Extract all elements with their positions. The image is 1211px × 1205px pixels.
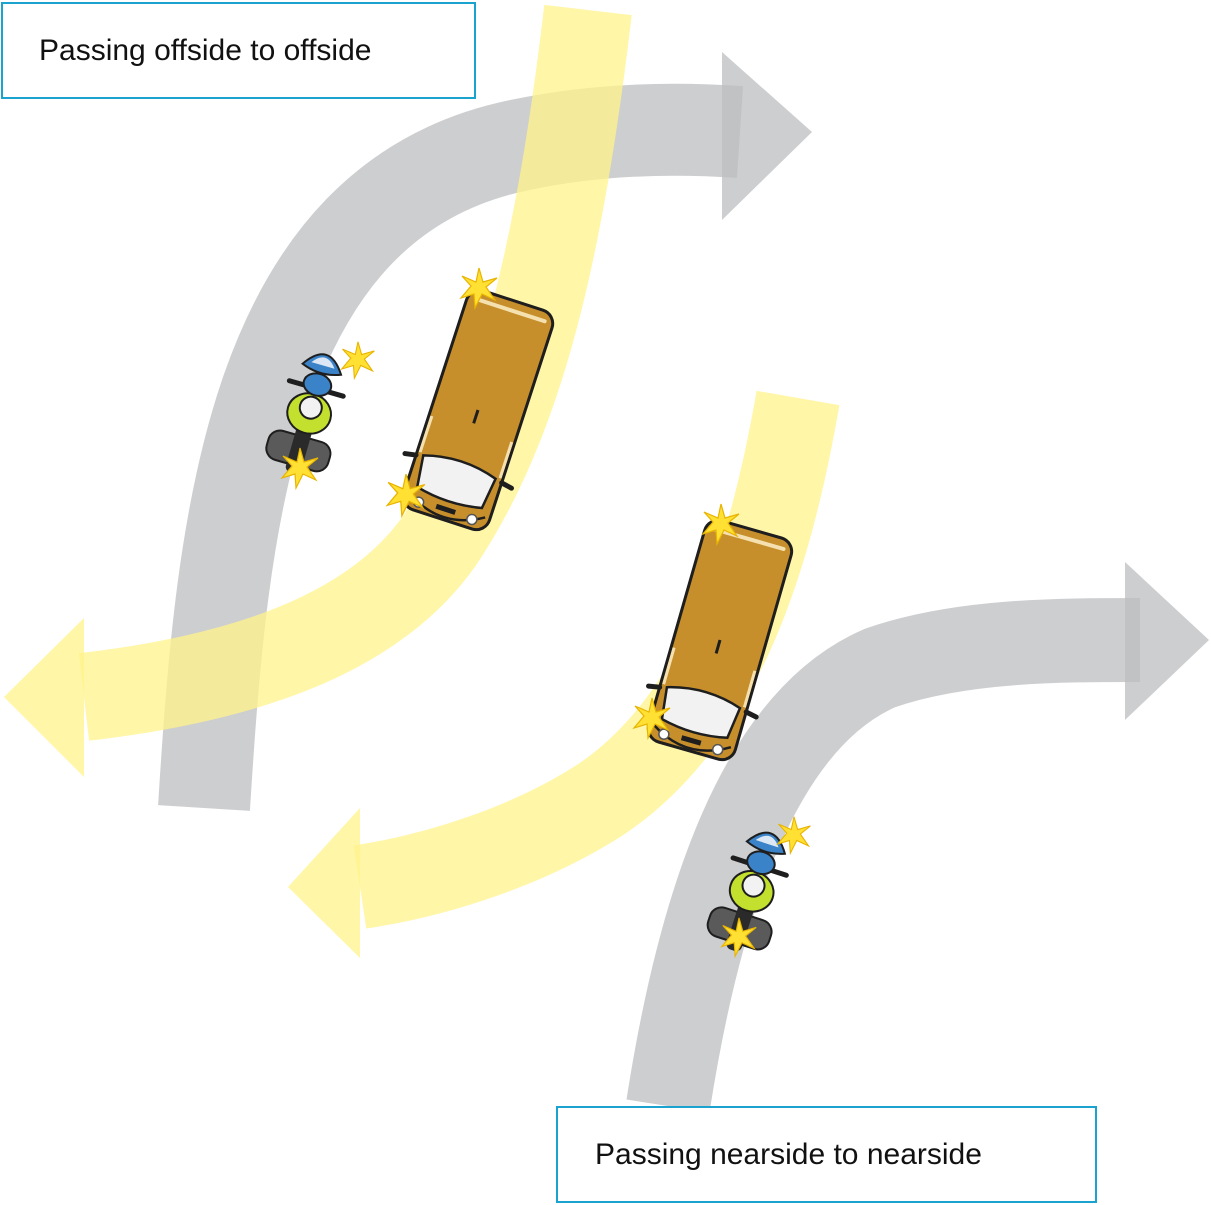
- van-path-arrowhead: [288, 808, 360, 958]
- caption-nearside: Passing nearside to nearside: [556, 1106, 1097, 1203]
- van-path-arrow: [353, 390, 840, 929]
- caption-offside-text: Passing offside to offside: [39, 33, 372, 67]
- caption-offside: Passing offside to offside: [1, 2, 476, 99]
- motorcycle-path-arrowhead: [722, 52, 812, 220]
- motorcycle-path-arrow: [158, 83, 744, 811]
- caption-nearside-text: Passing nearside to nearside: [595, 1137, 982, 1171]
- van-path-arrowhead: [4, 618, 84, 777]
- offside-scene: [4, 4, 812, 811]
- star-icon: [341, 341, 375, 379]
- nearside-scene: [288, 390, 1209, 1113]
- motorcycle-path-arrow: [626, 598, 1141, 1113]
- van-path-arrow: [78, 4, 632, 741]
- motorcycle-path-arrowhead: [1125, 562, 1209, 720]
